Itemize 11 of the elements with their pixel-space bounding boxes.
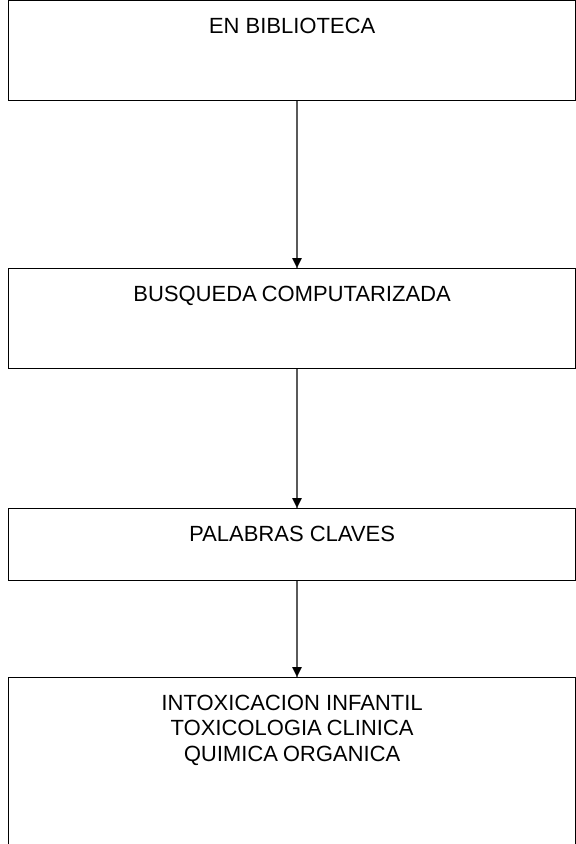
process-box	[8, 268, 576, 369]
arrow	[292, 101, 302, 268]
process-box	[8, 0, 576, 101]
process-box	[8, 677, 576, 844]
box-label: INTOXICACION INFANTIL TOXICOLOGIA CLINICA QUIMICA ORGANICA	[160, 689, 424, 766]
arrow	[292, 369, 302, 508]
box-label: BUSQUEDA COMPUTARIZADA	[133, 280, 451, 306]
box-label: EN BIBLIOTECA	[208, 12, 376, 38]
arrow	[292, 581, 302, 677]
process-box	[8, 508, 576, 581]
box-label: PALABRAS CLAVES	[189, 520, 395, 546]
